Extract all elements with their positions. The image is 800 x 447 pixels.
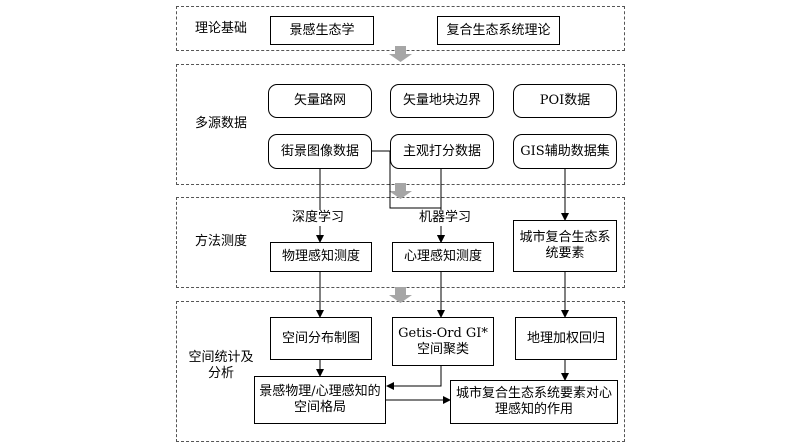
- section-label-analysis: 空间统计及 分析: [188, 350, 254, 381]
- flow-arrow-data-method: [389, 183, 412, 199]
- section-label-theory: 理论基础: [194, 21, 247, 36]
- box-psych-perception: 心理感知测度: [392, 242, 494, 272]
- box-physical-perception: 物理感知测度: [270, 242, 372, 272]
- box-subjective-score: 主观打分数据: [390, 134, 494, 169]
- box-poi: POI数据: [513, 84, 617, 118]
- box-gis-aux: GIS辅助数据集: [513, 134, 617, 169]
- box-complex-eco-theory: 复合生态系统理论: [437, 16, 560, 45]
- section-label-method: 方法测度: [194, 234, 247, 249]
- arrow-getis-pattern: [386, 366, 442, 390]
- box-spatial-pattern: 景感物理/心理感知的 空间格局: [254, 376, 386, 424]
- flow-arrow-method-analysis: [389, 287, 412, 303]
- box-urban-elements: 城市复合生态系 统要素: [513, 220, 617, 272]
- box-vector-parcel: 矢量地块边界: [390, 84, 494, 118]
- box-vector-road: 矢量路网: [268, 84, 372, 118]
- section-label-data: 多源数据: [194, 116, 247, 131]
- label-deep-learning: 深度学习: [291, 210, 346, 226]
- box-getis-ord: Getis-Ord GI* 空间聚类: [392, 317, 494, 366]
- flow-arrow-theory-data: [389, 46, 412, 62]
- box-street-view: 街景图像数据: [268, 134, 372, 169]
- box-spatial-mapping: 空间分布制图: [270, 317, 372, 360]
- box-effect: 城市复合生态系统要素对心 理感知的作用: [450, 380, 618, 424]
- box-landscape-ecology: 景感生态学: [270, 16, 374, 45]
- label-machine-learning: 机器学习: [418, 210, 473, 226]
- box-gwr: 地理加权回归: [515, 317, 617, 360]
